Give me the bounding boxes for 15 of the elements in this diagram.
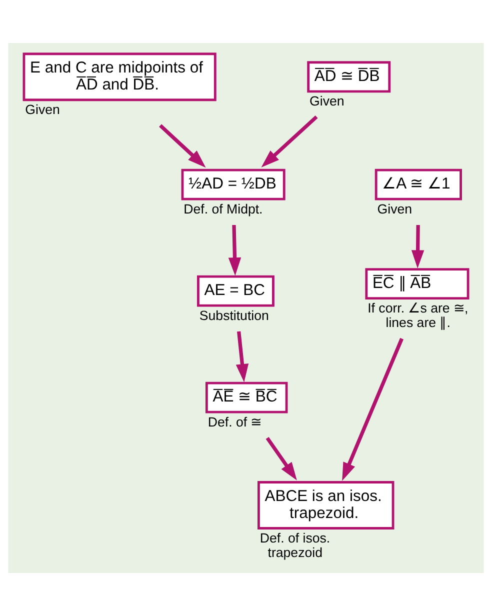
arrow [228, 224, 242, 276]
arrow [236, 331, 249, 382]
node-label: Substitution [199, 308, 269, 323]
node-label: Def. of ≅ [208, 414, 262, 430]
node-label: Def. of Midpt. [184, 201, 263, 216]
arrow [261, 115, 318, 168]
arrow [342, 338, 404, 481]
node-label: Given [25, 102, 60, 118]
node-label: Given [310, 94, 344, 109]
arrow [266, 436, 297, 480]
node-label: Def. of isos. trapezoid [260, 530, 330, 560]
arrow [159, 124, 206, 168]
node-label: Given [377, 201, 412, 216]
node-label: If corr. ∠s are ≅, lines are ∥. [368, 300, 468, 330]
arrow [411, 224, 424, 268]
